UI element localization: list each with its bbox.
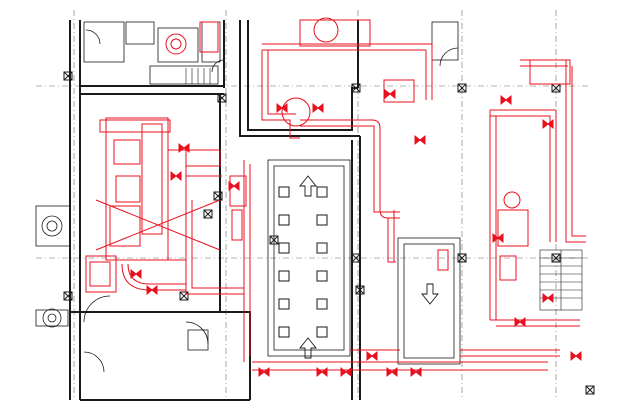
- column-8: [457, 253, 467, 263]
- valve-icon: [492, 232, 504, 244]
- shaft-grid-square-2: [278, 214, 290, 226]
- column-9: [269, 235, 279, 245]
- valve-icon: [414, 134, 426, 146]
- valve-icon: [542, 292, 554, 304]
- valve-icon: [410, 366, 422, 378]
- column-13: [551, 253, 561, 263]
- valve-icon: [276, 102, 288, 114]
- shaft-grid-square-0: [278, 186, 290, 198]
- shaft-grid-square-11: [316, 326, 328, 338]
- column-5: [351, 83, 361, 93]
- flow-arrow-icon: [299, 337, 317, 359]
- column-4: [217, 93, 227, 103]
- column-3: [213, 191, 223, 201]
- shaft-grid-square-5: [316, 242, 328, 254]
- stair-right: [539, 249, 583, 311]
- stair-top: [185, 68, 211, 84]
- column-6: [351, 253, 361, 263]
- column-11: [355, 285, 365, 295]
- valve-icon: [500, 94, 512, 106]
- shaft-grid-square-6: [278, 270, 290, 282]
- valve-icon: [146, 284, 158, 296]
- valve-icon: [178, 142, 190, 154]
- duct-runs: [121, 43, 586, 371]
- column-7: [457, 83, 467, 93]
- valve-icon: [384, 88, 396, 100]
- valve-icon: [514, 316, 526, 328]
- valves: [130, 88, 582, 378]
- column-2: [179, 291, 189, 301]
- valve-icon: [386, 366, 398, 378]
- column-0: [63, 71, 73, 81]
- flow-arrow-icon: [421, 283, 439, 305]
- valve-icon: [570, 350, 582, 362]
- structural-columns: [63, 71, 595, 395]
- architectural-layer: [35, 10, 595, 401]
- mep-layer: [85, 17, 586, 378]
- shaft-grid-square-10: [278, 326, 290, 338]
- grid-lines: [36, 10, 590, 400]
- flow-arrow-icon: [299, 175, 317, 197]
- valve-icon: [312, 102, 324, 114]
- flow-arrows: [299, 175, 439, 359]
- valve-icon: [542, 118, 554, 130]
- column-10: [203, 209, 213, 219]
- column-14: [585, 385, 595, 395]
- valve-icon: [170, 170, 182, 182]
- column-1: [63, 291, 73, 301]
- shaft-grid-square-1: [316, 186, 328, 198]
- shaft-grid-square-3: [316, 214, 328, 226]
- ahu-equipment: [85, 117, 247, 293]
- shaft-grid-square-4: [278, 242, 290, 254]
- heavy-walls: [69, 20, 361, 401]
- valve-icon: [340, 366, 352, 378]
- shaft-grid-square-8: [278, 298, 290, 310]
- valve-icon: [366, 350, 378, 362]
- top-equipment: [165, 17, 571, 281]
- valve-icon: [130, 268, 142, 280]
- valve-icon: [258, 366, 270, 378]
- shaft-grid-square-9: [316, 298, 328, 310]
- valve-icon: [228, 180, 240, 192]
- valve-icon: [316, 366, 328, 378]
- shaft-grid-square-7: [316, 270, 328, 282]
